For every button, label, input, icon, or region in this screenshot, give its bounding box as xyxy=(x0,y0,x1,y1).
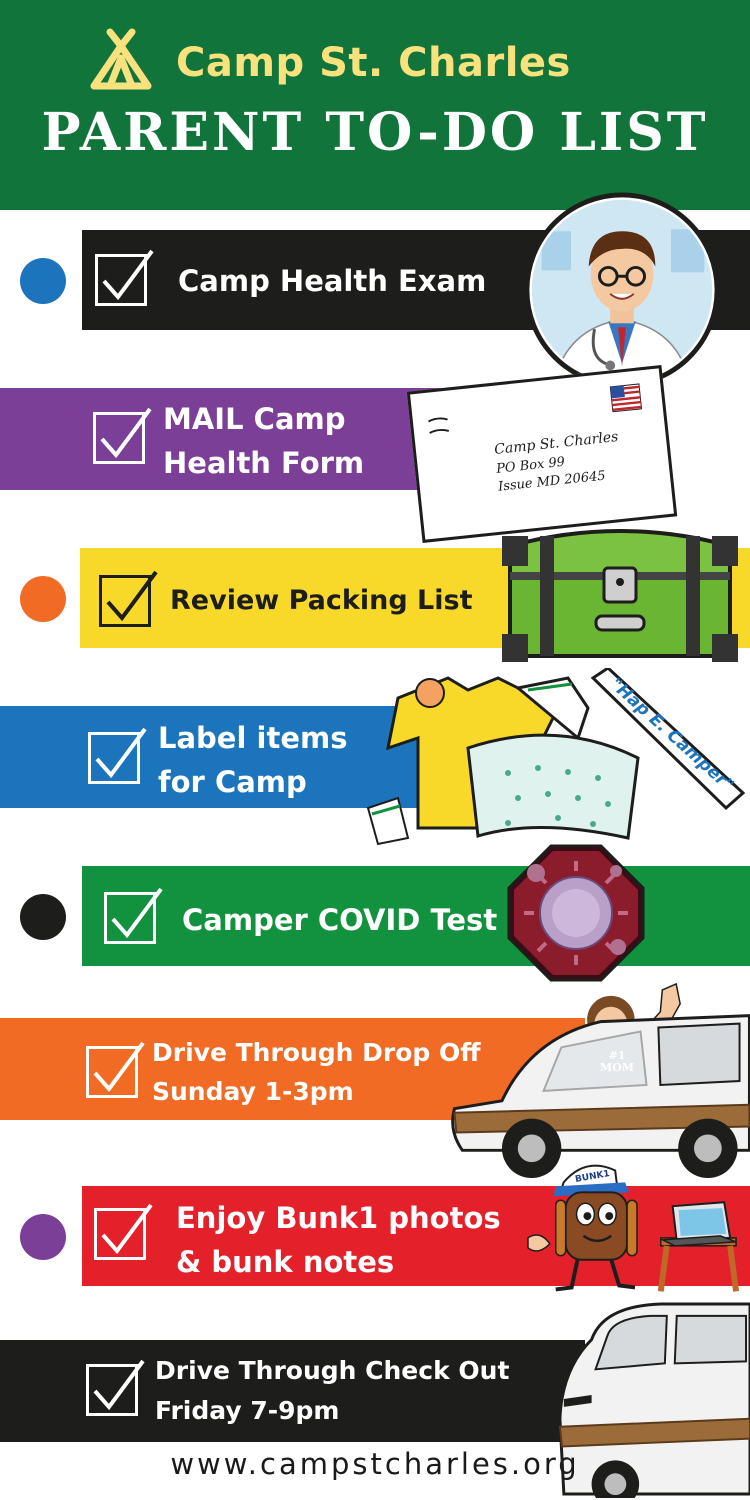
item-label: Camp Health Exam xyxy=(178,264,487,298)
item-label-line2: for Camp xyxy=(158,765,307,799)
page-title: PARENT TO-DO LIST xyxy=(41,102,709,163)
item-label-line1: Label items xyxy=(158,721,348,755)
bunk1-mascot-icon xyxy=(527,1164,740,1292)
todo-item-bunk1 xyxy=(82,1186,750,1286)
checkbox-icon[interactable] xyxy=(95,249,154,306)
item-label: Camper COVID Test xyxy=(182,903,498,937)
trunk-icon xyxy=(502,529,738,662)
item-label-line1: Drive Through Drop Off xyxy=(152,1038,481,1067)
checkbox-icon[interactable] xyxy=(94,1203,153,1260)
checkbox-icon[interactable] xyxy=(99,570,158,627)
item-label-line2: Sunday 1-3pm xyxy=(152,1077,354,1106)
virus-icon xyxy=(507,844,645,982)
van-with-mom-icon xyxy=(451,982,750,1179)
item-label-line1: Enjoy Bunk1 photos xyxy=(176,1201,501,1235)
clothes-icon xyxy=(366,668,746,846)
checkbox-icon[interactable] xyxy=(104,887,163,944)
checkbox-icon[interactable] xyxy=(86,1359,145,1416)
bullet-dot xyxy=(20,894,66,940)
checkbox-icon[interactable] xyxy=(88,727,147,784)
envelope-icon: Camp St. Charles PO Box 99 Issue MD 2064… xyxy=(406,365,678,543)
item-label: Review Packing List xyxy=(170,585,473,616)
checkbox-icon[interactable] xyxy=(93,407,152,464)
item-label-line2: Health Form xyxy=(163,446,365,480)
bullet-dot xyxy=(20,258,66,304)
bullet-dot xyxy=(20,576,66,622)
item-label-line1: Drive Through Check Out xyxy=(155,1356,510,1385)
mom-shirt-label: #1 MOM xyxy=(600,1049,634,1074)
todo-item-label-items xyxy=(0,706,420,808)
checkbox-icon[interactable] xyxy=(86,1041,145,1098)
van-icon xyxy=(558,1302,750,1498)
doctor-avatar-icon xyxy=(524,192,720,388)
tent-icon xyxy=(90,28,152,90)
bullet-dot xyxy=(20,1214,66,1260)
item-label-line2: & bunk notes xyxy=(176,1245,395,1279)
camp-name: Camp St. Charles xyxy=(176,40,571,86)
item-label-line1: MAIL Camp xyxy=(163,402,346,436)
item-label-line2: Friday 7-9pm xyxy=(155,1396,340,1425)
header: Camp St. Charles PARENT TO-DO LIST xyxy=(0,0,750,210)
website-url[interactable]: www.campstcharles.org xyxy=(170,1447,580,1481)
